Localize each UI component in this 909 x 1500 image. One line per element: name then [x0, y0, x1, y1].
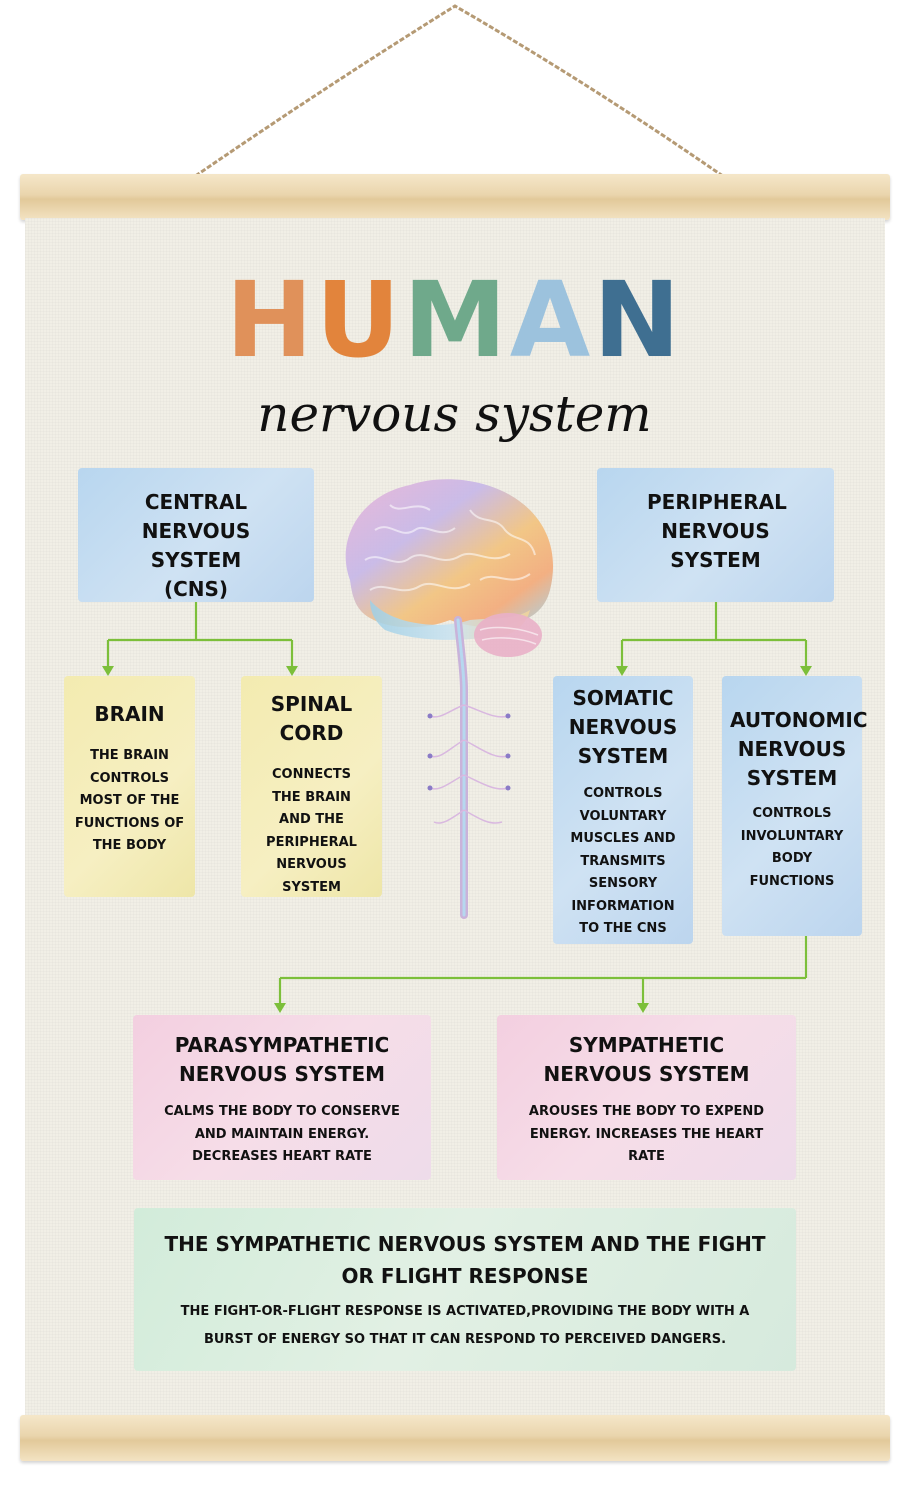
parasympathetic-nervous-system-box: PARASYMPATHETIC NERVOUS SYSTEM CALMS THE…	[133, 1015, 431, 1180]
brain-description: THE BRAIN CONTROLS MOST OF THE FUNCTIONS…	[74, 748, 185, 853]
title-letter: N	[593, 259, 684, 381]
autonomic-nervous-system-description: CONTROLS INVOLUNTARY BODY FUNCTIONS	[740, 806, 844, 889]
peripheral-nervous-system-title: PERIPHERAL NERVOUS SYSTEM	[647, 490, 787, 572]
brain-title: BRAIN	[94, 702, 165, 726]
somatic-nervous-system-title: SOMATIC NERVOUS SYSTEM	[568, 686, 678, 768]
fight-or-flight-description: THE FIGHT-OR-FLIGHT RESPONSE IS ACTIVATE…	[180, 1304, 750, 1347]
brain-box: BRAIN THE BRAIN CONTROLS MOST OF THE FUN…	[64, 676, 195, 897]
sympathetic-nervous-system-title: SYMPATHETIC NERVOUS SYSTEM	[543, 1033, 750, 1086]
spinal-cord-description: CONNECTS THE BRAIN AND THE PERIPHERAL NE…	[266, 767, 357, 895]
sympathetic-nervous-system-description: AROUSES THE BODY TO EXPEND ENERGY. INCRE…	[528, 1104, 765, 1164]
sympathetic-nervous-system-box: SYMPATHETIC NERVOUS SYSTEM AROUSES THE B…	[497, 1015, 796, 1180]
title-letter: M	[403, 259, 510, 381]
hanging-string	[177, 4, 741, 190]
autonomic-nervous-system-box: AUTONOMIC NERVOUS SYSTEM CONTROLS INVOLU…	[722, 676, 868, 936]
title-letter: U	[315, 259, 404, 381]
brain-illustration	[345, 479, 554, 919]
spinal-cord-title: SPINAL CORD	[270, 692, 353, 745]
fight-or-flight-box: THE SYMPATHETIC NERVOUS SYSTEM AND THE F…	[134, 1208, 796, 1371]
fight-or-flight-title: THE SYMPATHETIC NERVOUS SYSTEM AND THE F…	[164, 1232, 766, 1288]
autonomic-nervous-system-title: AUTONOMIC NERVOUS SYSTEM	[730, 708, 868, 790]
parasympathetic-nervous-system-title: PARASYMPATHETIC NERVOUS SYSTEM	[174, 1033, 390, 1086]
bottom-wooden-rod	[20, 1415, 890, 1461]
central-nervous-system-box: CENTRAL NERVOUS SYSTEM (CNS)	[78, 468, 314, 602]
spinal-cord-box: SPINAL CORD CONNECTS THE BRAIN AND THE P…	[241, 676, 382, 897]
title-letter: A	[509, 259, 594, 381]
top-wooden-rod	[20, 174, 890, 220]
poster-title: HUMAN	[0, 262, 909, 378]
poster-subtitle: nervous system	[257, 385, 652, 443]
parasympathetic-nervous-system-description: CALMS THE BODY TO CONSERVE AND MAINTAIN …	[164, 1104, 400, 1164]
title-letter: H	[225, 259, 316, 381]
central-nervous-system-title: CENTRAL NERVOUS SYSTEM (CNS)	[141, 490, 251, 601]
somatic-nervous-system-description: CONTROLS VOLUNTARY MUSCLES AND TRANSMITS…	[570, 786, 676, 936]
somatic-nervous-system-box: SOMATIC NERVOUS SYSTEM CONTROLS VOLUNTAR…	[553, 676, 693, 944]
peripheral-nervous-system-box: PERIPHERAL NERVOUS SYSTEM	[597, 468, 834, 602]
